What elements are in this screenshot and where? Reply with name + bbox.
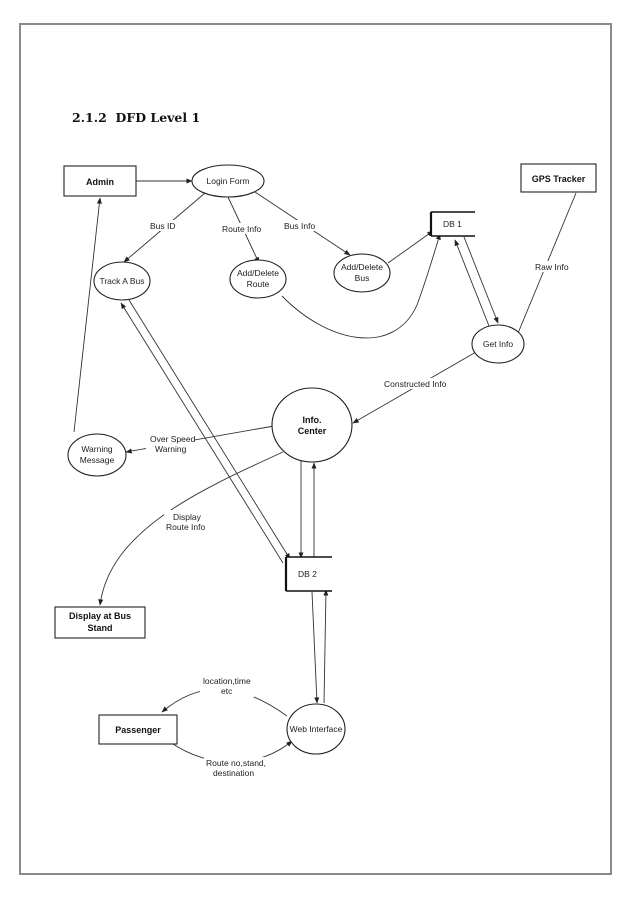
passenger-label: Passenger bbox=[115, 725, 161, 735]
display-at-bus-stand-line1: Display at Bus bbox=[69, 611, 131, 621]
display-at-bus-stand-line2: Stand bbox=[87, 623, 112, 633]
login-form-label: Login Form bbox=[207, 176, 250, 186]
edge-track-db2 bbox=[128, 299, 291, 560]
edge-db2-web bbox=[311, 591, 320, 704]
add-delete-route-line1: Add/Delete bbox=[237, 268, 279, 278]
label-raw-info: Raw Info bbox=[535, 262, 569, 272]
edge-bus-db1 bbox=[387, 230, 434, 264]
track-a-bus-process[interactable]: Track A Bus bbox=[93, 261, 151, 301]
display-at-bus-stand-entity[interactable]: Display at Bus Stand bbox=[54, 606, 146, 639]
info-center-line2: Center bbox=[298, 426, 327, 436]
passenger-entity[interactable]: Passenger bbox=[98, 714, 178, 745]
track-a-bus-label: Track A Bus bbox=[99, 276, 144, 286]
add-delete-route-process[interactable]: Add/Delete Route bbox=[229, 259, 287, 299]
get-info-label: Get Info bbox=[483, 339, 514, 349]
label-destination: destination bbox=[213, 768, 254, 778]
edge-db2-track bbox=[120, 302, 284, 564]
add-delete-bus-process[interactable]: Add/Delete Bus bbox=[333, 253, 391, 293]
warning-message-process[interactable]: Warning Message bbox=[67, 433, 127, 477]
label-constructed-info: Constructed Info bbox=[384, 379, 447, 389]
label-route-info: Route Info bbox=[222, 224, 261, 234]
admin-label: Admin bbox=[86, 177, 114, 187]
db1-label: DB 1 bbox=[443, 219, 462, 229]
edge-warning-admin bbox=[73, 197, 102, 433]
nodes: Admin GPS Tracker Login Form Track A Bus… bbox=[54, 163, 597, 755]
admin-entity[interactable]: Admin bbox=[63, 165, 137, 197]
db1-store[interactable]: DB 1 bbox=[429, 211, 475, 237]
web-interface-label: Web Interface bbox=[290, 724, 343, 734]
gps-tracker-entity[interactable]: GPS Tracker bbox=[520, 163, 597, 193]
warning-message-line2: Message bbox=[80, 455, 115, 465]
section-title: DFD Level 1 bbox=[115, 110, 201, 125]
db2-store[interactable]: DB 2 bbox=[284, 556, 332, 592]
edges bbox=[73, 178, 577, 763]
section-heading: 2.1.2 DFD Level 1 bbox=[72, 110, 200, 125]
label-display: Display bbox=[173, 512, 202, 522]
edge-web-db2 bbox=[323, 589, 329, 704]
add-delete-bus-line2: Bus bbox=[355, 273, 370, 283]
get-info-process[interactable]: Get Info bbox=[471, 324, 525, 364]
add-delete-bus-line1: Add/Delete bbox=[341, 262, 383, 272]
label-over-speed: Over Speed bbox=[150, 434, 196, 444]
warning-message-line1: Warning bbox=[81, 444, 113, 454]
web-interface-process[interactable]: Web Interface bbox=[286, 703, 346, 755]
gps-tracker-label: GPS Tracker bbox=[532, 174, 586, 184]
add-delete-route-line2: Route bbox=[247, 279, 270, 289]
info-center-process[interactable]: Info. Center bbox=[271, 387, 353, 463]
label-warning: Warning bbox=[155, 444, 187, 454]
edge-labels: Bus ID Route Info Bus Info Raw Info Cons… bbox=[146, 220, 569, 779]
label-bus-info: Bus Info bbox=[284, 221, 315, 231]
db2-label: DB 2 bbox=[298, 569, 317, 579]
label-bus-id: Bus ID bbox=[150, 221, 176, 231]
label-location-time: location,time bbox=[203, 676, 251, 686]
login-form-process[interactable]: Login Form bbox=[191, 164, 265, 198]
label-route-info-2: Route Info bbox=[166, 522, 205, 532]
edge-route-db1 bbox=[281, 233, 441, 339]
label-route-no: Route no,stand, bbox=[206, 758, 266, 768]
info-center-line1: Info. bbox=[303, 415, 322, 425]
section-number: 2.1.2 bbox=[72, 110, 107, 125]
edge-db1-getinfo bbox=[463, 236, 499, 324]
edge-getinfo-db1 bbox=[454, 239, 490, 327]
label-etc: etc bbox=[221, 686, 233, 696]
